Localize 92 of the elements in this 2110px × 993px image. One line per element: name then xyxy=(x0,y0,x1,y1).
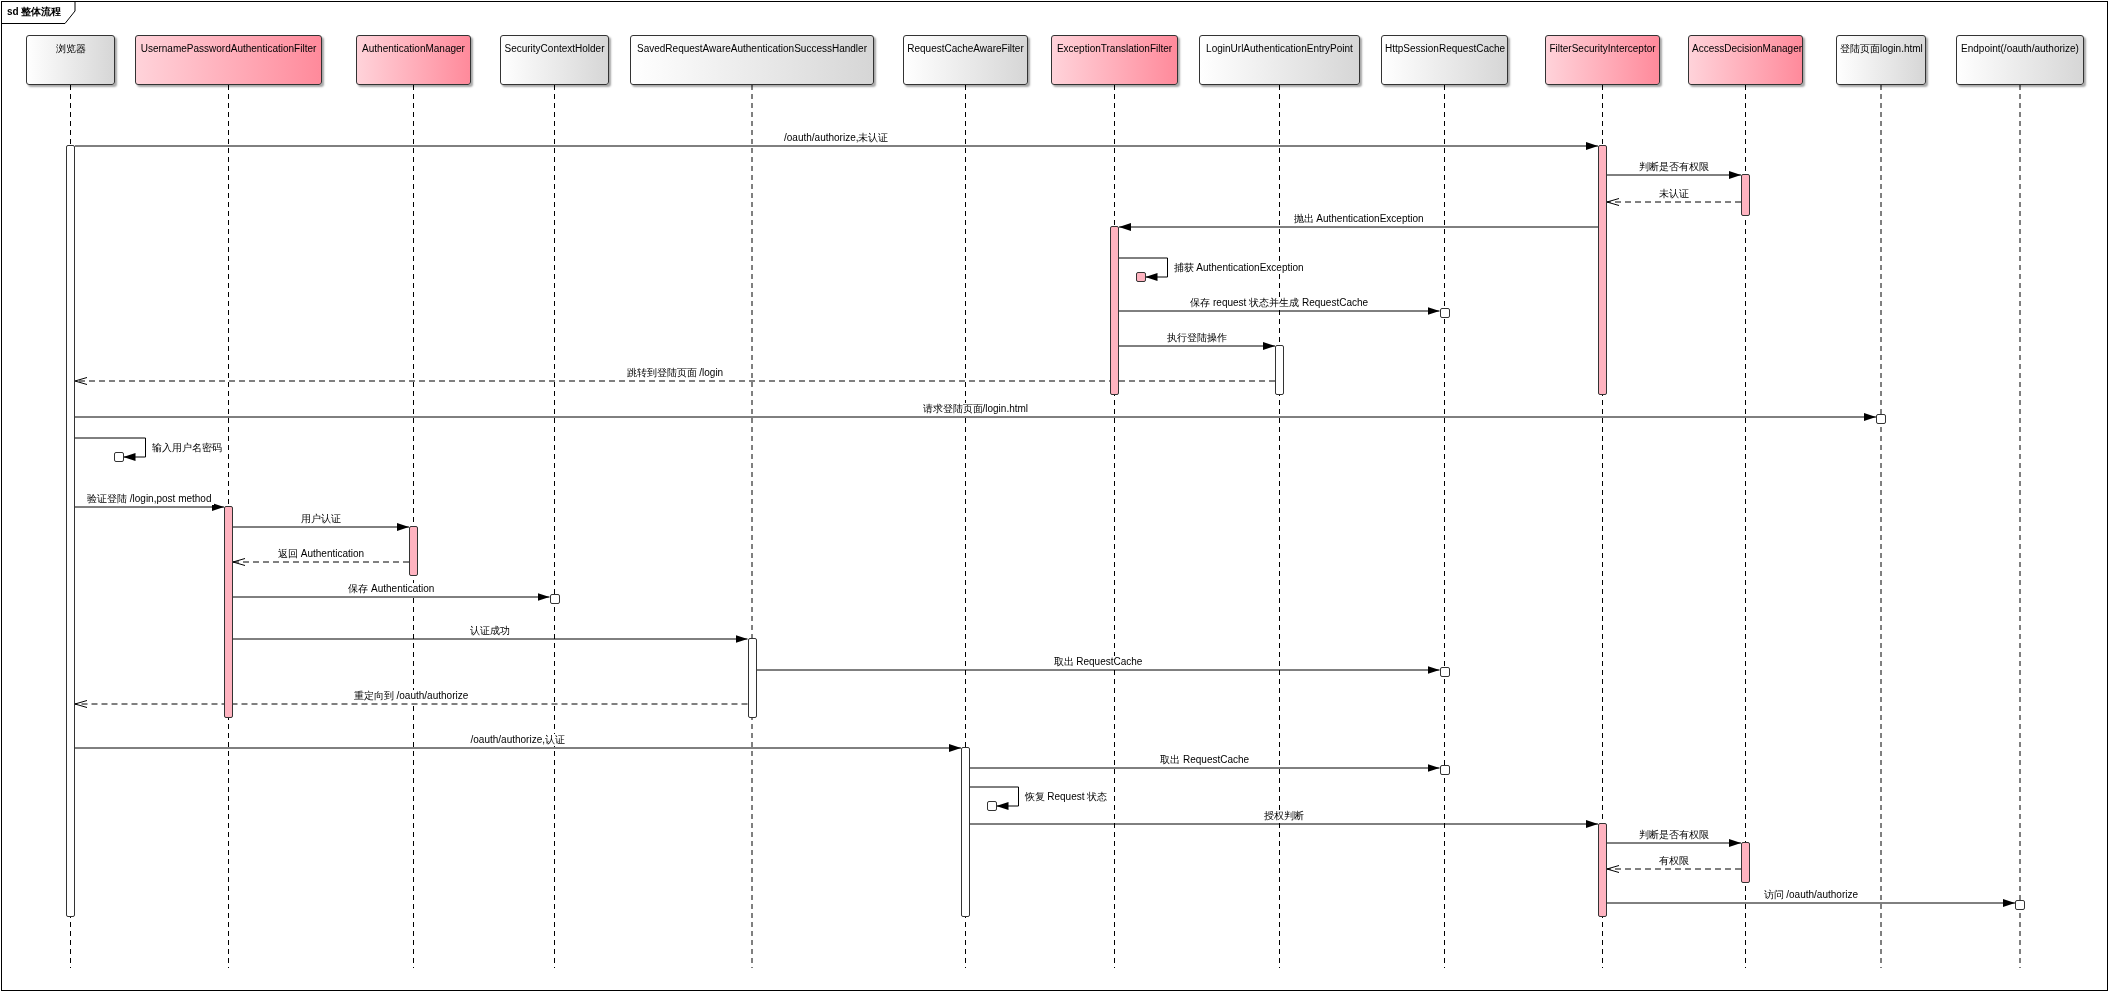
message-label: 未认证 xyxy=(1657,188,1691,200)
message-arrow xyxy=(969,820,1599,828)
message-label: 认证成功 xyxy=(468,625,513,637)
lifeline xyxy=(1880,84,1882,969)
lifeline-header: SavedRequestAwareAuthenticationSuccessHandler xyxy=(630,35,874,85)
message-label: 恢复 Request 状态 xyxy=(1022,790,1110,803)
return-arrow xyxy=(232,558,410,566)
activation-bar xyxy=(961,747,970,917)
lifeline xyxy=(413,84,414,969)
activation-bar xyxy=(747,638,757,718)
return-arrow xyxy=(74,700,748,708)
message-label: 输入用户名密码 xyxy=(149,441,224,454)
lifeline-header: ExceptionTranslationFilter xyxy=(1051,35,1178,85)
message-label: 判断是否有权限 xyxy=(1637,829,1711,841)
message-label: 重定向到 /oauth/authorize xyxy=(351,690,471,702)
lifeline-header: 浏览器 xyxy=(26,35,115,85)
lifeline-header: LoginUrlAuthenticationEntryPoint xyxy=(1199,35,1360,85)
message-arrow xyxy=(232,593,550,601)
lifeline-header: UsernamePasswordAuthenticationFilter xyxy=(135,35,322,85)
activation-box xyxy=(1439,308,1450,318)
message-arrow xyxy=(232,635,748,643)
activation-bar xyxy=(224,506,233,718)
message-label: 判断是否有权限 xyxy=(1637,161,1711,173)
self-message-arrow xyxy=(969,786,1019,810)
message-label: 验证登陆 /login,post method xyxy=(85,493,214,505)
message-label: 跳转到登陆页面 /login xyxy=(624,367,726,379)
message-label: 用户认证 xyxy=(299,513,343,525)
message-arrow xyxy=(232,523,410,531)
message-arrow xyxy=(969,764,1440,772)
lifeline-header: Endpoint(/oauth/authorize) xyxy=(1956,35,2084,85)
lifeline xyxy=(1444,84,1445,969)
activation-bar xyxy=(1598,145,1607,395)
lifeline xyxy=(1745,84,1746,969)
message-label: 捕获 AuthenticationException xyxy=(1171,261,1306,274)
activation-box xyxy=(1439,765,1450,775)
message-arrow xyxy=(74,503,225,511)
message-arrow xyxy=(74,744,962,752)
lifeline-header: AuthenticationManager xyxy=(356,35,471,85)
return-arrow xyxy=(1606,865,1742,873)
lifeline xyxy=(2019,84,2021,969)
message-arrow xyxy=(74,413,1877,421)
message-arrow xyxy=(756,666,1440,674)
message-label: 执行登陆操作 xyxy=(1165,332,1229,344)
activation-box xyxy=(2015,900,2025,910)
message-arrow xyxy=(74,142,1599,150)
message-arrow xyxy=(1606,899,2016,907)
lifeline xyxy=(751,84,753,969)
lifeline-header: 登陆页面login.html xyxy=(1836,35,1926,85)
message-label: 有权限 xyxy=(1657,855,1691,867)
lifeline xyxy=(554,84,555,969)
lifeline xyxy=(965,84,966,969)
self-message-arrow xyxy=(1118,257,1168,281)
return-arrow xyxy=(74,377,1276,385)
message-label: 返回 Authentication xyxy=(276,548,367,560)
diagram-title: sd 整体流程 xyxy=(7,6,62,18)
activation-bar xyxy=(1741,174,1750,216)
return-arrow xyxy=(1606,198,1742,206)
message-label: 请求登陆页面/login.html xyxy=(920,403,1031,415)
activation-bar xyxy=(1275,345,1284,395)
lifeline-header: HttpSessionRequestCache xyxy=(1381,35,1508,85)
message-label: 取出 RequestCache xyxy=(1051,656,1145,668)
activation-bar xyxy=(1741,842,1750,883)
message-arrow xyxy=(1118,307,1440,315)
activation-bar xyxy=(409,526,418,576)
message-label: 保存 Authentication xyxy=(346,583,437,595)
message-label: /oauth/authorize,认证 xyxy=(468,734,567,746)
message-label: 授权判断 xyxy=(1262,810,1306,822)
activation-box xyxy=(1876,414,1886,424)
message-label: /oauth/authorize,未认证 xyxy=(782,132,891,144)
message-label: 取出 RequestCache xyxy=(1158,754,1252,766)
message-label: 访问 /oauth/authorize xyxy=(1761,889,1860,901)
lifeline xyxy=(1114,84,1115,969)
activation-box xyxy=(986,801,997,811)
lifeline-header: SecurityContextHolder xyxy=(500,35,609,85)
activation-box xyxy=(1439,667,1450,677)
activation-box xyxy=(1135,272,1146,282)
message-label: 抛出 AuthenticationException xyxy=(1291,213,1426,225)
message-arrow xyxy=(1118,223,1599,231)
message-label: 保存 request 状态并生成 RequestCache xyxy=(1188,297,1371,309)
lifeline xyxy=(1279,84,1280,969)
activation-bar xyxy=(1110,226,1119,395)
lifeline-header: AccessDecisionManager xyxy=(1688,35,1803,85)
activation-box xyxy=(549,594,560,604)
message-arrow xyxy=(1606,171,1742,179)
message-arrow xyxy=(1118,342,1276,350)
activation-bar xyxy=(66,145,75,917)
activation-box xyxy=(113,452,124,462)
self-message-arrow xyxy=(74,437,146,461)
lifeline-header: FilterSecurityInterceptor xyxy=(1545,35,1660,85)
message-arrow xyxy=(1606,839,1742,847)
activation-bar xyxy=(1598,823,1607,917)
lifeline-header: RequestCacheAwareFilter xyxy=(903,35,1028,85)
